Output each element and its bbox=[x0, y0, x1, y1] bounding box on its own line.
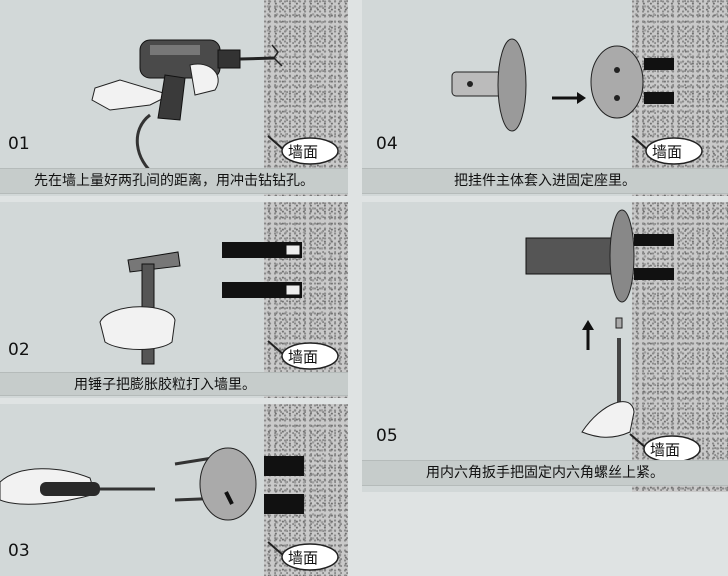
wall-label: 墙面 bbox=[288, 143, 319, 161]
hammer-illustration bbox=[99, 242, 302, 365]
step-caption: 用内六角扳手把固定内六角螺丝上紧。 bbox=[362, 460, 728, 486]
step-caption: 用锤子把膨胀胶粒打入墙里。 bbox=[0, 372, 348, 396]
step-caption: 把挂件主体套入进固定座里。 bbox=[362, 168, 728, 194]
step-number: 02 bbox=[8, 340, 30, 360]
step-number: 03 bbox=[8, 541, 30, 561]
wall-label-bubble: 墙面 bbox=[266, 536, 340, 576]
wall-label: 墙面 bbox=[288, 348, 319, 366]
wall-label-bubble: 墙面 bbox=[628, 428, 702, 468]
hex-key-illustration bbox=[525, 209, 674, 438]
wall-label-bubble: 墙面 bbox=[266, 130, 340, 170]
step-number: 05 bbox=[376, 426, 398, 446]
wall-label: 墙面 bbox=[652, 143, 683, 161]
step-03-panel: 03 墙面 bbox=[0, 404, 348, 576]
screwdriver-illustration bbox=[0, 447, 304, 521]
wall-texture bbox=[264, 0, 348, 196]
step-02-panel: 02 墙面 用锤子把膨胀胶粒打入墙里。 bbox=[0, 202, 348, 398]
wall-label: 墙面 bbox=[288, 549, 319, 567]
step-04-panel: 04 墙面 把挂件主体套入进固定座里。 bbox=[362, 0, 728, 196]
step-caption: 先在墙上量好两孔间的距离，用冲击钻钻孔。 bbox=[0, 168, 348, 194]
wall-label-bubble: 墙面 bbox=[630, 130, 704, 170]
step-number: 01 bbox=[8, 134, 30, 154]
wall-label-bubble: 墙面 bbox=[266, 335, 340, 375]
step-05-panel: 05 墙面 用内六角扳手把固定内六角螺丝上紧。 bbox=[362, 202, 728, 492]
wall-label: 墙面 bbox=[650, 441, 681, 459]
step-number: 04 bbox=[376, 134, 398, 154]
drill-illustration bbox=[91, 39, 283, 177]
holder-assembly-illustration bbox=[451, 38, 674, 132]
step-01-panel: 01 墙面 先在墙上量好两孔间的距离，用冲击钻钻孔。 bbox=[0, 0, 348, 196]
